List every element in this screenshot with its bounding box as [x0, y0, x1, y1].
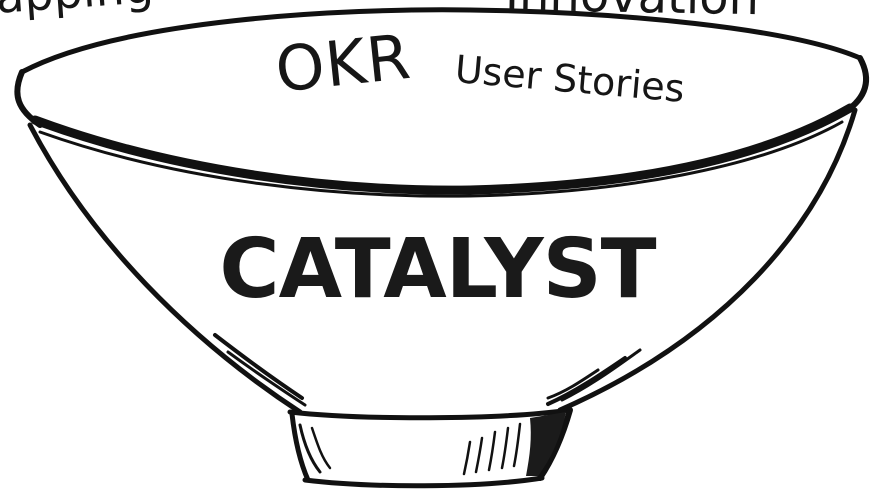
bowl-base-top: [287, 407, 573, 421]
bowl-base-bottom: [302, 475, 545, 489]
bowl-base-left: [289, 411, 311, 483]
bowl-body-right: [557, 107, 858, 413]
rim-item-okr: OKR: [272, 19, 415, 107]
bowl-rim-back: [19, 7, 863, 75]
partial-text-top-right: Innovation: [505, 0, 760, 26]
bowl-main-label: CATALYST: [219, 222, 656, 317]
bowl-base-right: [537, 407, 573, 481]
bowl-body-left: [27, 122, 303, 415]
bowl-rim-front: [30, 103, 855, 195]
